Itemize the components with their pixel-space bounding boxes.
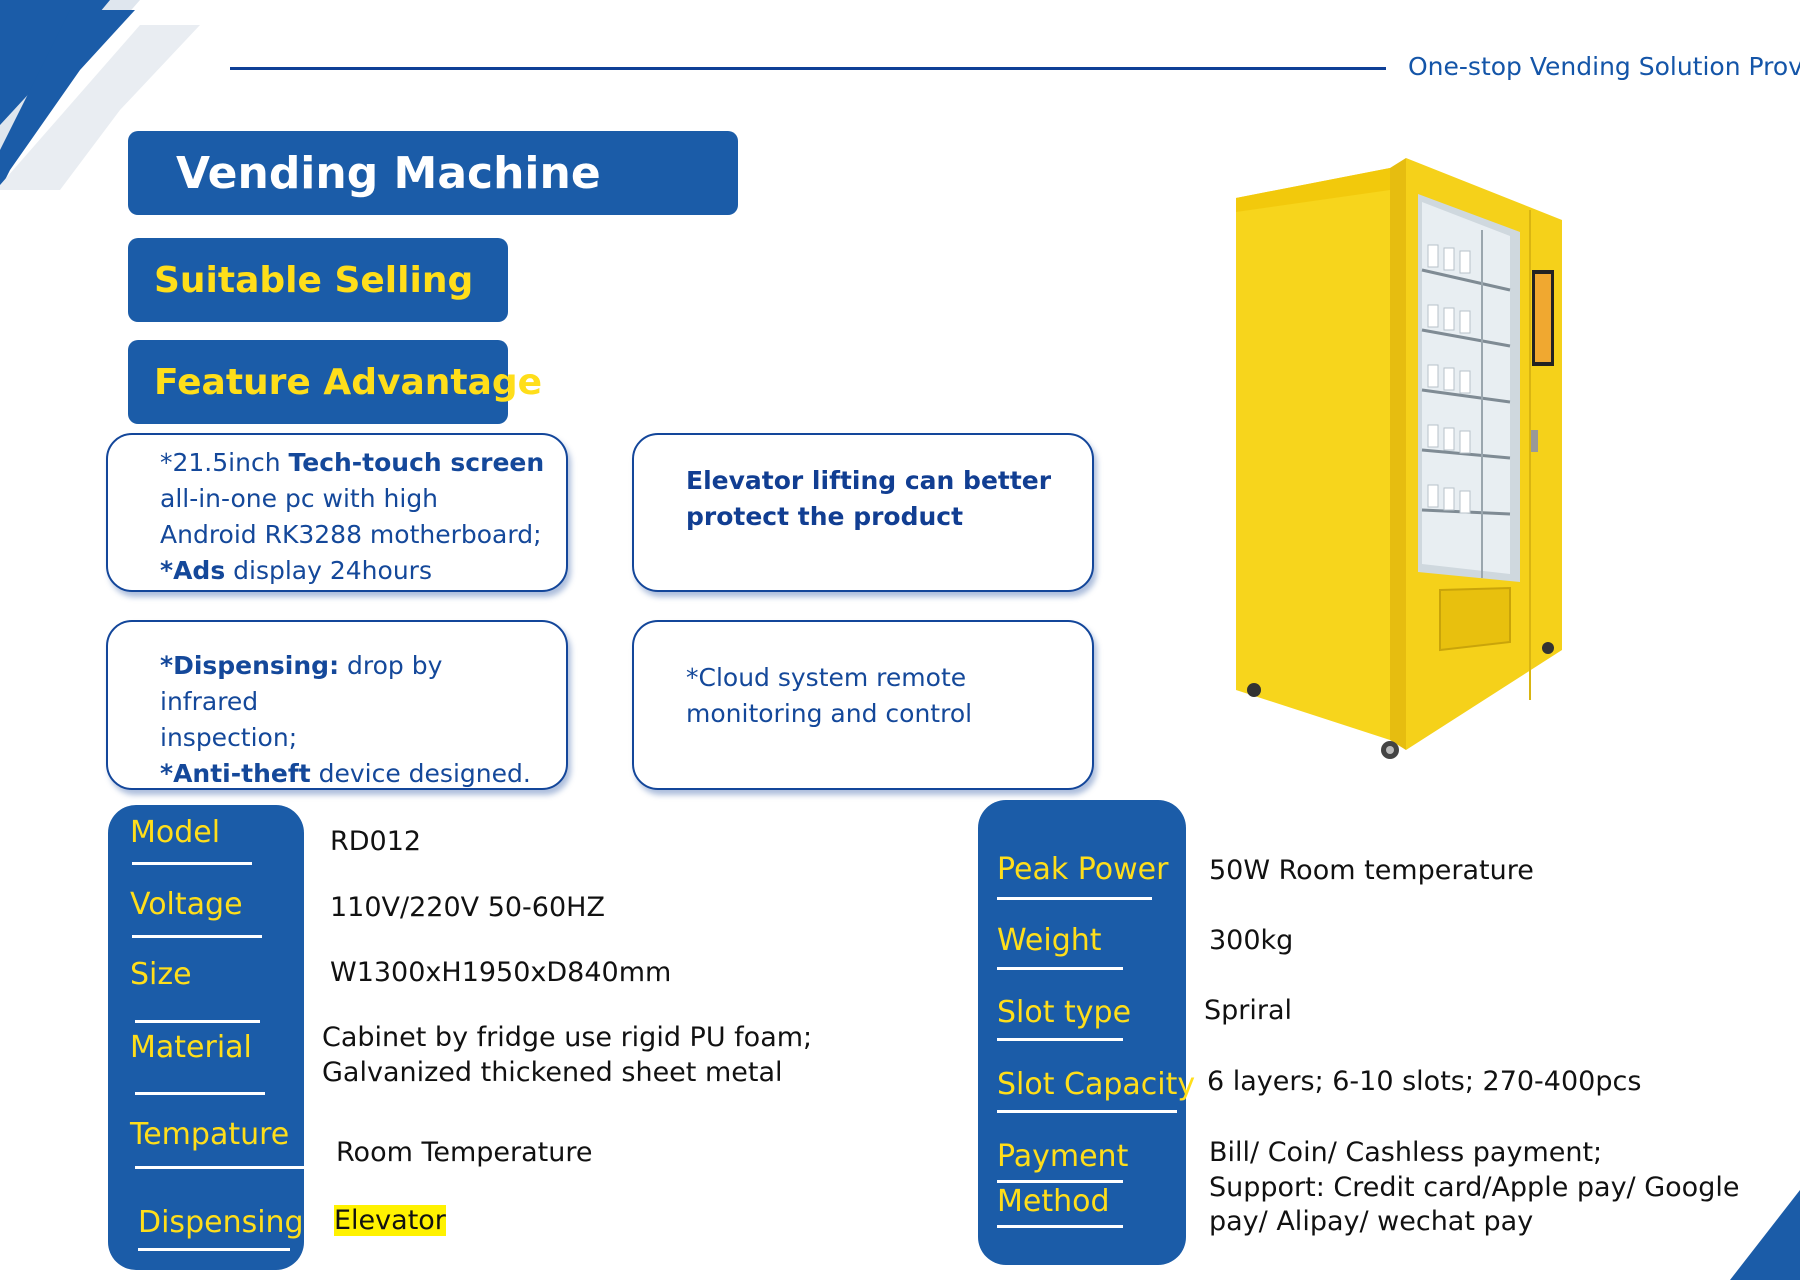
spec-label-slot-type: Slot type [997,995,1132,1030]
spec-value-model: RD012 [330,826,422,857]
feature-bold: Tech-touch screen [288,448,545,477]
feature-bold: *Anti-theft [160,759,311,788]
feature-text: inspection; [160,723,298,752]
spec-divider [135,1166,305,1169]
spec-label-peak-power: Peak Power [997,852,1169,887]
spec-value-dispensing: Elevator [334,1205,446,1236]
feature-text: all-in-one pc with high [160,484,439,513]
spec-value-payment: pay/ Alipay/ wechat pay [1209,1206,1534,1237]
feature-text: Elevator lifting can better [686,466,1052,495]
corner-decoration-icon [1730,1190,1800,1280]
spec-divider [132,935,262,938]
feature-text: device designed. [310,759,531,788]
spec-value-material: Cabinet by fridge use rigid PU foam; [322,1022,813,1053]
spec-label-weight: Weight [997,923,1102,958]
spec-value-peak-power: 50W Room temperature [1209,855,1534,886]
spec-label-payment: Payment [997,1139,1129,1174]
spec-divider [997,1225,1123,1228]
spec-divider [997,1180,1123,1183]
feature-cloud: *Cloud system remote monitoring and cont… [632,620,1094,790]
page-title: Vending Machine [128,131,738,215]
feature-text: display 24hours [225,556,432,585]
feature-elevator: Elevator lifting can better protect the … [632,433,1094,592]
spec-divider [997,967,1123,970]
spec-value-material: Galvanized thickened sheet metal [322,1057,783,1088]
header-rule [230,67,1386,70]
spec-value-payment: Bill/ Coin/ Cashless payment; [1209,1137,1603,1168]
spec-divider [997,1038,1123,1041]
feature-text: *21.5inch [160,448,289,477]
section-feature-advantage: Feature Advantage [128,340,542,424]
spec-value-weight: 300kg [1209,925,1294,956]
spec-label-material: Material [130,1030,252,1065]
spec-panel-right [978,800,1186,1265]
spec-label-method: Method [997,1184,1110,1219]
feature-text: *Cloud system remote [686,663,967,692]
feature-text: monitoring and control [686,699,973,728]
header-tagline: One-stop Vending Solution Provic [1408,52,1800,81]
feature-text: drop by infrared [160,651,443,716]
spec-divider [997,897,1152,900]
spec-value-slot-type: Spriral [1204,995,1293,1026]
spec-divider [997,1110,1177,1113]
spec-label-model: Model [130,815,221,850]
spec-value-size: W1300xH1950xD840mm [330,957,672,988]
brand-logo-icon [0,0,200,190]
feature-bold: *Ads [160,556,226,585]
spec-label-voltage: Voltage [130,887,243,922]
vending-machine-illustration [1236,158,1562,759]
spec-value-payment: Support: Credit card/Apple pay/ Google [1209,1172,1740,1203]
feature-touch-screen: *21.5inch Tech-touch screen all-in-one p… [106,433,568,592]
spec-label-dispensing: Dispensing [138,1205,304,1240]
spec-label-temperature: Tempature [130,1117,290,1152]
spec-divider [135,1092,265,1095]
spec-divider [132,862,252,865]
section-suitable-selling: Suitable Selling [128,238,508,322]
spec-value-temperature: Room Temperature [336,1137,593,1168]
spec-label-slot-capacity: Slot Capacity [997,1067,1196,1102]
feature-text: protect the product [686,502,964,531]
spec-divider [135,1020,260,1023]
feature-bold: *Dispensing: [160,651,340,680]
spec-label-size: Size [130,957,192,992]
feature-dispensing: *Dispensing: drop by infrared inspection… [106,620,568,790]
spec-value-voltage: 110V/220V 50-60HZ [330,892,605,923]
feature-text: Android RK3288 motherboard; [160,520,542,549]
spec-divider [138,1248,290,1251]
spec-value-slot-capacity: 6 layers; 6-10 slots; 270-400pcs [1207,1066,1642,1097]
spec-panel-left [108,805,304,1270]
